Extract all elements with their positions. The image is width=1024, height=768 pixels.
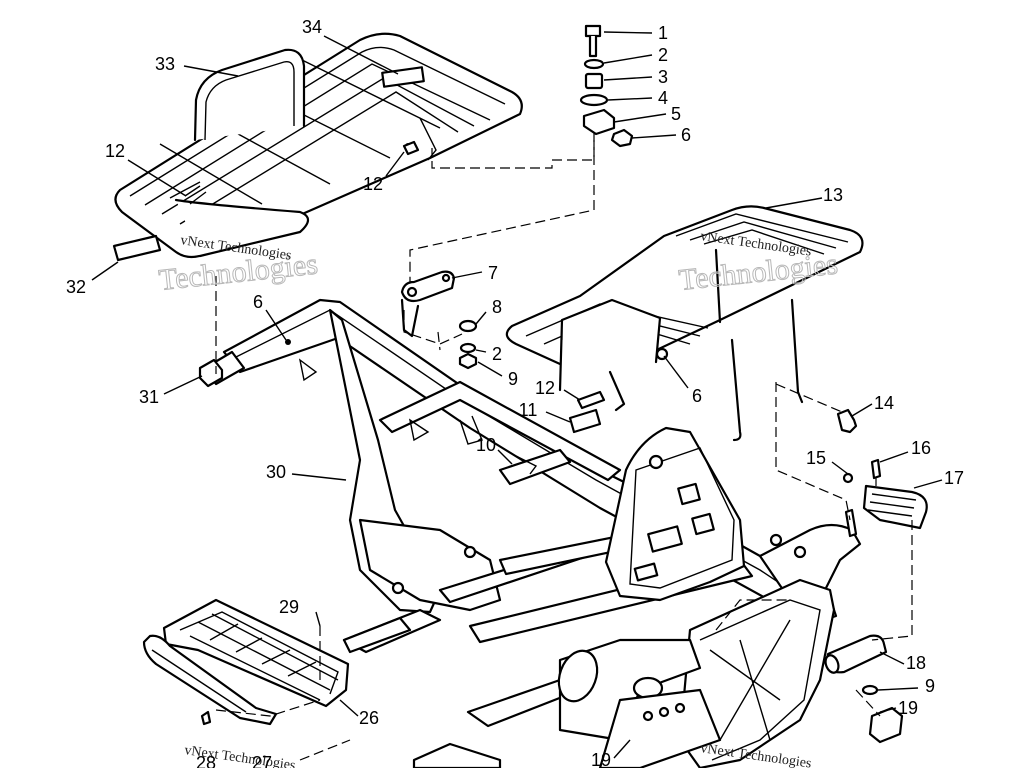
fastener-12c bbox=[576, 390, 606, 410]
rear-rack-33 bbox=[114, 32, 523, 259]
callout-32: 32 bbox=[66, 277, 86, 297]
screw-16 bbox=[870, 458, 882, 480]
footpeg-17 bbox=[844, 484, 928, 538]
callout-16: 16 bbox=[911, 438, 931, 458]
decal-32 bbox=[112, 234, 162, 262]
callout-8: 8 bbox=[492, 297, 502, 317]
watermark-top-left: Technologies vNext Technologies bbox=[157, 233, 320, 297]
callout-28: 28 bbox=[196, 753, 216, 768]
hardware-stack-1-6 bbox=[579, 24, 634, 148]
hardware-stack-8-9 bbox=[458, 319, 478, 370]
tube-18 bbox=[824, 634, 888, 674]
callout-12: 12 bbox=[363, 174, 383, 194]
front-rack-13 bbox=[505, 205, 864, 442]
callout-31: 31 bbox=[139, 387, 159, 407]
callout-30: 30 bbox=[266, 462, 286, 482]
fastener-12b bbox=[402, 140, 420, 156]
callout-27: 27 bbox=[252, 753, 272, 768]
callout-18: 18 bbox=[906, 653, 926, 673]
callout-6: 6 bbox=[681, 125, 691, 145]
footrest-26 bbox=[162, 598, 350, 708]
callout-12: 12 bbox=[535, 378, 555, 398]
assembly-lines bbox=[215, 132, 913, 761]
leader-lines bbox=[91, 31, 943, 759]
callout-2: 2 bbox=[658, 45, 668, 65]
callout-6: 6 bbox=[692, 386, 702, 406]
callout-14: 14 bbox=[874, 393, 894, 413]
callout-9: 9 bbox=[925, 676, 935, 696]
callout-19: 19 bbox=[898, 698, 918, 718]
block-19 bbox=[868, 706, 904, 744]
callout-15: 15 bbox=[806, 448, 826, 468]
lower-bracket bbox=[412, 742, 502, 768]
washer-9b bbox=[861, 684, 879, 696]
callout-29: 29 bbox=[279, 597, 299, 617]
callout-13: 13 bbox=[823, 185, 843, 205]
clip-28 bbox=[200, 710, 212, 726]
bracket-7 bbox=[400, 270, 456, 338]
callout-33: 33 bbox=[155, 54, 175, 74]
callout-12: 12 bbox=[105, 141, 125, 161]
callout-5: 5 bbox=[671, 104, 681, 124]
callout-9: 9 bbox=[508, 369, 518, 389]
callout-10: 10 bbox=[476, 435, 496, 455]
callout-7: 7 bbox=[488, 263, 498, 283]
callout-34: 34 bbox=[302, 17, 322, 37]
callout-2: 2 bbox=[492, 344, 502, 364]
callout-1: 1 bbox=[658, 23, 668, 43]
fastener-12a bbox=[169, 181, 201, 199]
callout-11: 11 bbox=[519, 400, 538, 420]
callout-26: 26 bbox=[359, 708, 379, 728]
callout-4: 4 bbox=[658, 88, 668, 108]
bolt-14 bbox=[836, 408, 858, 434]
callout-17: 17 bbox=[944, 468, 964, 488]
pin-15 bbox=[842, 472, 854, 484]
main-frame-30 bbox=[203, 298, 862, 768]
callout-3: 3 bbox=[658, 67, 668, 87]
callout-6: 6 bbox=[253, 292, 263, 312]
decal-11 bbox=[568, 408, 602, 434]
callout-19: 19 bbox=[591, 750, 611, 768]
